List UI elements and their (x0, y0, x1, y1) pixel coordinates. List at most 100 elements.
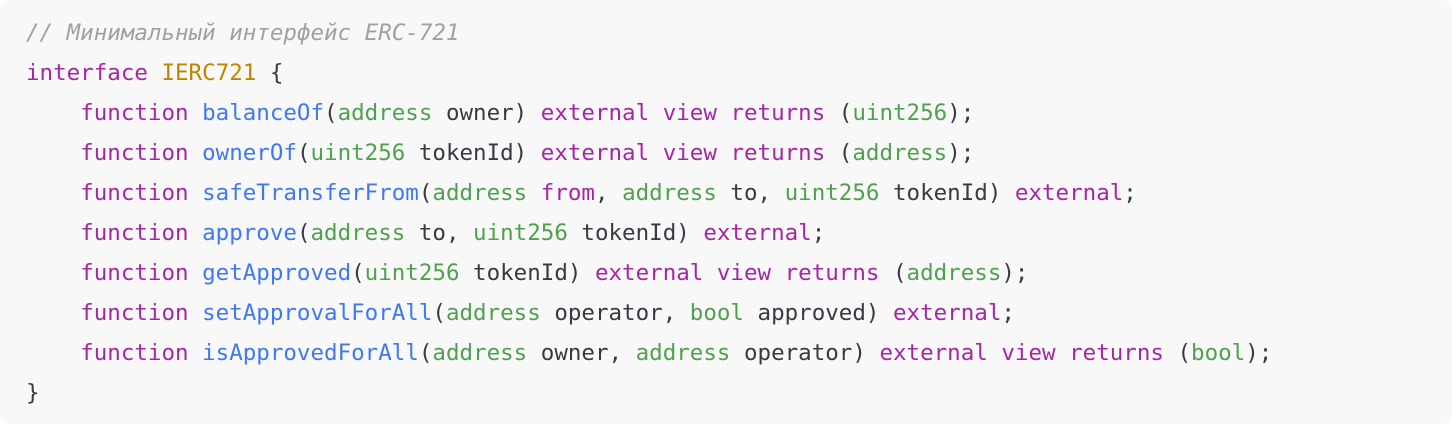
code-text (717, 140, 731, 166)
code-text (26, 100, 80, 126)
code-text: ); (947, 140, 975, 166)
code-text: tokenId) (405, 140, 541, 166)
code-type: address (852, 140, 948, 166)
code-keyword: external (540, 140, 650, 166)
code-comment: // Минимальный интерфейс ERC-721 (26, 20, 460, 46)
code-text (26, 300, 80, 326)
code-keyword: function (80, 300, 189, 326)
code-text: ); (1245, 340, 1273, 366)
code-keyword: from (540, 180, 595, 206)
code-text: owner) (432, 100, 541, 126)
code-text (26, 220, 80, 246)
code-text: ( (324, 100, 338, 126)
code-keyword: returns (1069, 340, 1164, 366)
code-text (189, 340, 203, 366)
code-text (649, 100, 663, 126)
code-function-name: isApprovedForAll (202, 340, 419, 366)
code-text (189, 220, 203, 246)
code-line: function isApprovedForAll(address owner,… (26, 333, 1452, 373)
code-type: address (622, 180, 717, 206)
code-text (649, 140, 663, 166)
code-text (26, 340, 80, 366)
code-type: address (310, 220, 406, 246)
code-keyword: external (1014, 180, 1124, 206)
code-interface-name: IERC721 (161, 60, 257, 86)
code-text: ( (1163, 340, 1192, 366)
code-text: tokenId) (459, 260, 595, 286)
code-line: interface IERC721 { (26, 53, 1452, 93)
code-line: // Минимальный интерфейс ERC-721 (26, 13, 1452, 53)
code-keyword: view (662, 140, 717, 166)
code-keyword: external (893, 300, 1002, 326)
code-text: to, (405, 220, 474, 246)
code-keyword: interface (26, 60, 148, 86)
code-type: uint256 (310, 140, 406, 166)
code-line: function balanceOf(address owner) extern… (26, 93, 1452, 133)
code-type: bool (1191, 340, 1246, 366)
code-keyword: function (80, 220, 189, 246)
code-function-name: getApproved (202, 260, 352, 286)
code-text: , (594, 180, 623, 206)
code-line: function approve(address to, uint256 tok… (26, 213, 1452, 253)
code-text: ( (432, 300, 446, 326)
code-lines: // Минимальный интерфейс ERC-721 interfac… (26, 13, 1452, 413)
code-text (26, 140, 80, 166)
code-keyword: external (879, 340, 988, 366)
code-line: function ownerOf(uint256 tokenId) extern… (26, 133, 1452, 173)
code-keyword: function (80, 180, 189, 206)
code-text: ; (1001, 300, 1015, 326)
code-keyword: returns (784, 260, 880, 286)
code-keyword: returns (730, 140, 826, 166)
code-keyword: function (80, 140, 189, 166)
code-keyword: function (80, 260, 189, 286)
code-text: tokenId) (879, 180, 1015, 206)
code-text (148, 60, 162, 86)
code-text: ; (811, 220, 826, 246)
code-text: ( (351, 260, 365, 286)
code-text (717, 100, 731, 126)
code-type: address (635, 340, 731, 366)
code-text (189, 140, 203, 166)
code-type: uint256 (364, 260, 460, 286)
code-type: uint256 (784, 180, 880, 206)
code-function-name: approve (202, 220, 297, 246)
code-line: function getApproved(uint256 tokenId) ex… (26, 253, 1452, 293)
code-text: operator) (730, 340, 880, 366)
code-text (26, 260, 80, 286)
code-text (189, 180, 203, 206)
code-function-name: balanceOf (202, 100, 325, 126)
code-text (189, 100, 203, 126)
code-text: } (26, 380, 40, 406)
code-text: tokenId) (567, 220, 704, 246)
code-text: ); (947, 100, 975, 126)
code-text: ); (1001, 260, 1029, 286)
code-text (771, 260, 785, 286)
code-keyword: returns (730, 100, 826, 126)
code-text (1056, 340, 1070, 366)
code-type: address (445, 300, 541, 326)
code-keyword: external (703, 220, 812, 246)
code-function-name: safeTransferFrom (202, 180, 419, 206)
code-text: ( (879, 260, 907, 286)
code-text: ( (418, 340, 433, 366)
code-text: approved) (743, 300, 893, 326)
code-text (26, 180, 80, 206)
code-text (703, 260, 717, 286)
code-line: function safeTransferFrom(address from, … (26, 173, 1452, 213)
code-type: bool (689, 300, 744, 326)
code-keyword: view (716, 260, 772, 286)
code-line: } (26, 373, 1452, 413)
code-text: operator, (540, 300, 690, 326)
code-text: ; (1123, 180, 1137, 206)
code-keyword: function (80, 340, 189, 366)
code-keyword: view (662, 100, 717, 126)
code-text: to, (716, 180, 785, 206)
code-text (527, 180, 541, 206)
code-function-name: ownerOf (202, 140, 297, 166)
code-type: address (337, 100, 433, 126)
code-text: ( (825, 100, 853, 126)
code-text: owner, (527, 340, 636, 366)
code-type: uint256 (473, 220, 568, 246)
code-function-name: setApprovalForAll (202, 300, 433, 326)
